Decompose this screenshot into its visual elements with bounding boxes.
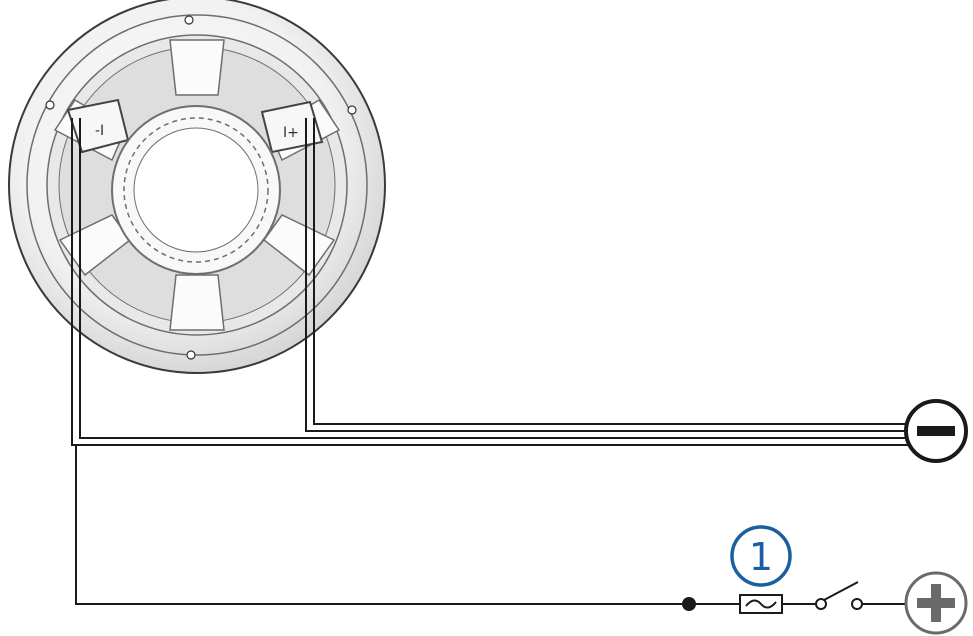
minus-icon bbox=[917, 426, 955, 436]
plus-icon-vertical bbox=[931, 584, 941, 622]
wire-left-outer bbox=[71, 118, 912, 446]
speaker-cone-dashed bbox=[123, 117, 269, 263]
wire-right-inner bbox=[313, 118, 912, 425]
wires bbox=[71, 118, 912, 605]
speaker-rim-ring bbox=[26, 14, 368, 356]
wire-left-inner bbox=[79, 118, 912, 439]
wire-right-outer bbox=[305, 118, 912, 432]
speaker-screws bbox=[45, 15, 357, 360]
positive-terminal bbox=[904, 571, 968, 635]
callout-label: 1 bbox=[749, 535, 773, 579]
callout-circle bbox=[730, 525, 792, 587]
svg-text:-I: -I bbox=[95, 123, 104, 139]
speaker-dust-cap bbox=[133, 127, 259, 253]
speaker: -I I+ bbox=[8, 0, 386, 374]
switch-symbol bbox=[815, 581, 863, 610]
wire-positive bbox=[75, 445, 740, 605]
callout-1: 1 bbox=[730, 525, 792, 587]
fuse-symbol bbox=[739, 594, 783, 614]
junction-dot bbox=[682, 597, 696, 611]
svg-text:I+: I+ bbox=[283, 125, 299, 141]
negative-terminal bbox=[904, 399, 968, 463]
